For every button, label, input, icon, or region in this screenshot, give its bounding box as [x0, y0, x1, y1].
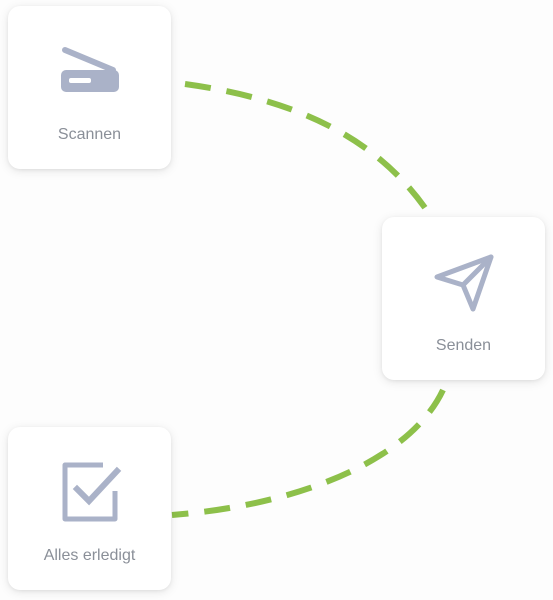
- checkbox-checked-icon: [55, 457, 125, 527]
- step-card-done[interactable]: Alles erledigt: [8, 427, 171, 590]
- step-label-send: Senden: [435, 337, 492, 354]
- paper-plane-icon: [429, 247, 499, 317]
- scanner-icon: [55, 36, 125, 106]
- step-card-send[interactable]: Senden: [382, 217, 545, 380]
- connector-scan-to-send: [184, 81, 433, 217]
- step-card-scan[interactable]: Scannen: [8, 6, 171, 169]
- connector-send-to-done: [171, 388, 446, 518]
- step-label-done: Alles erledigt: [43, 547, 136, 564]
- step-label-scan: Scannen: [57, 126, 122, 143]
